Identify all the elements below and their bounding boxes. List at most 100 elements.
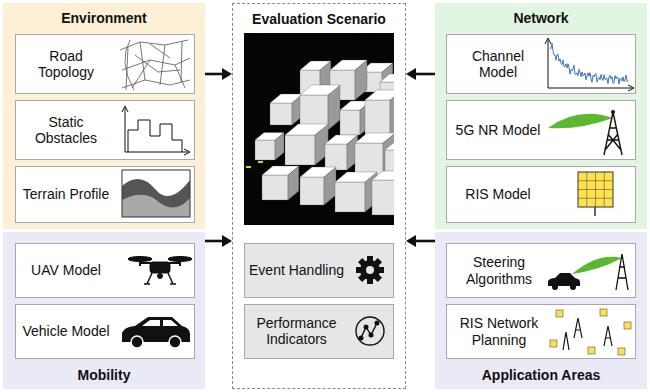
label-text: Vehicle Model — [22, 323, 109, 339]
label-text: Steering Algorithms — [453, 254, 545, 286]
arrow-head — [406, 68, 416, 80]
component-box: Channel Model — [446, 34, 636, 94]
component-box: 5G NR Model — [446, 100, 636, 160]
illustration-part — [548, 40, 632, 88]
group-title: Network — [435, 10, 647, 26]
illustration-part — [144, 273, 176, 284]
component-box: UAV Model — [15, 243, 195, 298]
group-title: Evaluation Scenario — [233, 11, 405, 27]
building-face — [285, 124, 328, 135]
mobility-ground — [3, 232, 205, 389]
illustration-part — [624, 322, 631, 329]
arrow-shaft — [205, 240, 223, 243]
illustration-part — [258, 161, 263, 163]
illustration-part — [604, 112, 622, 155]
component-box: RIS Model — [446, 166, 636, 223]
illustration-part — [364, 325, 368, 329]
group-panel: Application AreasSteering AlgorithmsRIS … — [435, 232, 647, 389]
illustration-part — [359, 336, 363, 340]
label-text: Terrain Profile — [23, 186, 109, 202]
label-text: Channel Model — [453, 48, 543, 80]
building-face — [300, 167, 336, 177]
illustration-part — [367, 278, 373, 284]
group-panel: NetworkChannel Model 5G NR ModelRIS Model — [435, 3, 647, 229]
building-face — [262, 175, 288, 200]
illustration-part — [125, 108, 188, 152]
building-face — [300, 61, 331, 70]
illustration-part — [15, 100, 195, 160]
box-label: Performance Indicators — [249, 305, 345, 358]
group-title: Environment — [3, 10, 205, 26]
environment-ground — [3, 3, 205, 229]
illustration-part — [552, 284, 558, 290]
arrow-head — [222, 68, 232, 80]
terrain-icon — [122, 170, 190, 217]
illustration-part — [616, 254, 628, 290]
gear-icon — [356, 256, 384, 284]
box-label: RIS Model — [453, 167, 543, 222]
illustration-part — [563, 318, 612, 350]
flow-arrow — [406, 68, 435, 80]
illustration-part — [556, 310, 563, 317]
label-text: UAV Model — [31, 262, 101, 278]
label-text: Static Obstacles — [20, 114, 112, 146]
arrow-head — [222, 235, 232, 247]
box-label: Road Topology — [20, 35, 112, 93]
illustration-part — [374, 274, 382, 282]
group-panel: MobilityUAV ModelVehicle Model — [3, 232, 205, 389]
box-label: Channel Model — [453, 35, 543, 93]
illustration-part — [126, 41, 185, 90]
illustration-part — [356, 317, 384, 345]
box-grounds — [15, 34, 636, 359]
component-box: Static Obstacles — [15, 100, 195, 160]
component-box: Steering Algorithms — [446, 243, 636, 298]
component-box: RIS Network Planning — [446, 304, 636, 359]
illustration-part — [122, 170, 190, 217]
indicator-icon — [356, 317, 384, 345]
arrow-shaft — [415, 73, 435, 76]
arrow-shaft — [205, 73, 223, 76]
building-face — [270, 103, 292, 125]
obstacle-chart-icon — [122, 106, 190, 155]
arrow-head — [406, 235, 416, 247]
illustration-part — [545, 38, 634, 91]
illustration-part — [570, 284, 576, 290]
illustration-part — [122, 195, 190, 217]
car-icon — [122, 317, 190, 348]
illustration-part — [588, 347, 595, 354]
illustration-part — [374, 258, 382, 266]
illustration-part — [15, 166, 195, 223]
illustration-part — [15, 243, 195, 298]
building-face — [355, 133, 394, 143]
component-box: Vehicle Model — [15, 304, 195, 359]
illustration-part — [142, 320, 178, 326]
illustration-part — [618, 348, 625, 355]
steering-icon — [548, 254, 628, 290]
building-face — [300, 177, 324, 205]
building-face — [385, 143, 394, 151]
building-face — [330, 60, 367, 70]
network-ground — [435, 3, 647, 229]
illustration-part — [578, 172, 613, 207]
component-box: Road Topology — [15, 34, 195, 94]
group-panel: Evaluation ScenarioEvent HandlingPerform… — [232, 3, 406, 389]
illustration-part — [378, 267, 384, 273]
illustration-part — [594, 207, 596, 216]
building-face — [365, 90, 394, 100]
illustration-part — [122, 179, 190, 217]
building-face — [325, 135, 358, 144]
box-label: Vehicle Model — [20, 305, 112, 358]
building-face — [270, 94, 303, 103]
illustration-part — [369, 333, 373, 337]
box-label: UAV Model — [20, 244, 112, 297]
illustration-part — [168, 257, 192, 262]
illustration-part — [446, 100, 636, 160]
grey-box-grounds — [244, 243, 394, 359]
illustration-part — [150, 262, 170, 273]
illustration-part — [611, 110, 615, 114]
illustration-part — [367, 256, 373, 262]
illustration-part — [158, 274, 163, 279]
component-box: Terrain Profile — [15, 166, 195, 223]
illustration-part — [15, 304, 195, 359]
arrow-shaft — [415, 240, 435, 243]
